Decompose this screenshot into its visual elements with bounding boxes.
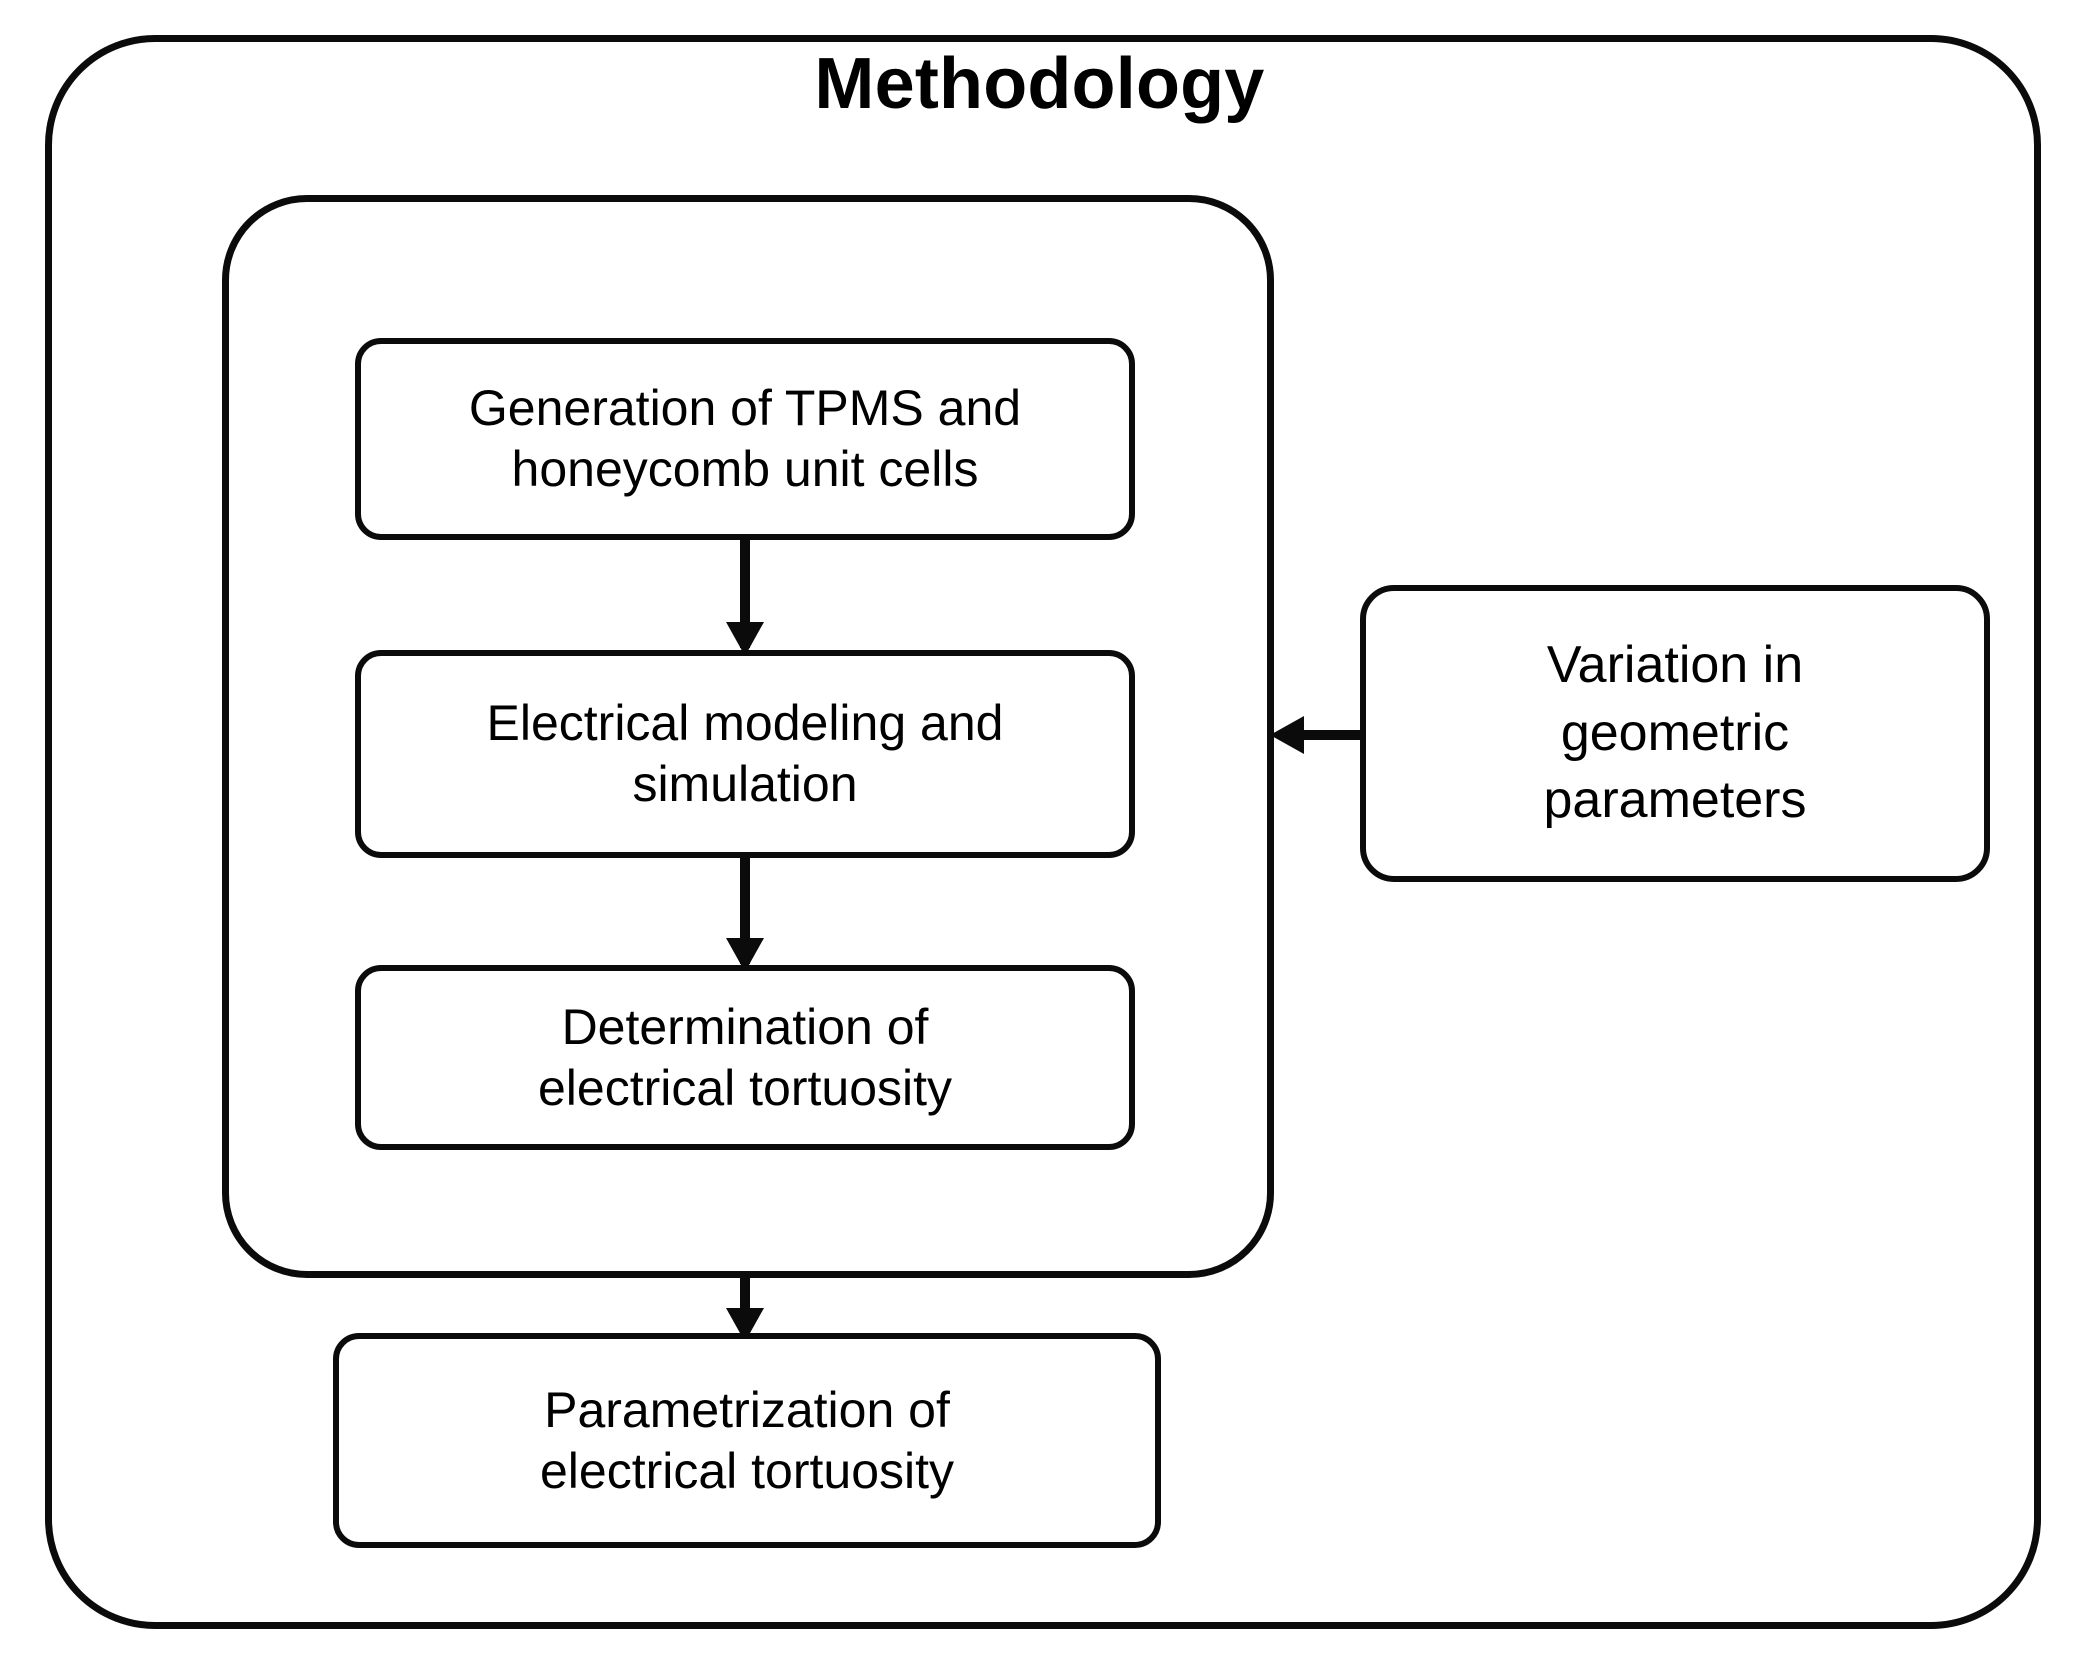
node-variation-in-geometric-parameters[interactable]: Variation in geometric parameters: [1360, 585, 1990, 882]
node-modeling-label: Electrical modeling and simulation: [486, 695, 1004, 812]
node-determination-of-tortuosity[interactable]: Determination of electrical tortuosity: [355, 965, 1135, 1150]
node-generation-of-tpms[interactable]: Generation of TPMS and honeycomb unit ce…: [355, 338, 1135, 540]
arrow-head-left-icon: [1270, 716, 1304, 754]
arrow-shaft: [740, 1272, 750, 1334]
node-variation-label: Variation in geometric parameters: [1543, 636, 1807, 830]
node-parametrization-of-tortuosity[interactable]: Parametrization of electrical tortuosity: [333, 1333, 1161, 1548]
outer-group-methodology: [45, 35, 2041, 1629]
node-electrical-modeling[interactable]: Electrical modeling and simulation: [355, 650, 1135, 858]
arrow-shaft: [1300, 730, 1362, 740]
node-parametrization-label: Parametrization of electrical tortuosity: [539, 1381, 955, 1499]
node-generation-label: Generation of TPMS and honeycomb unit ce…: [468, 380, 1022, 497]
node-determination-label: Determination of electrical tortuosity: [537, 998, 953, 1116]
page-title: Methodology: [814, 44, 1265, 124]
arrow-shaft: [740, 858, 750, 964]
arrow-shaft: [740, 540, 750, 648]
